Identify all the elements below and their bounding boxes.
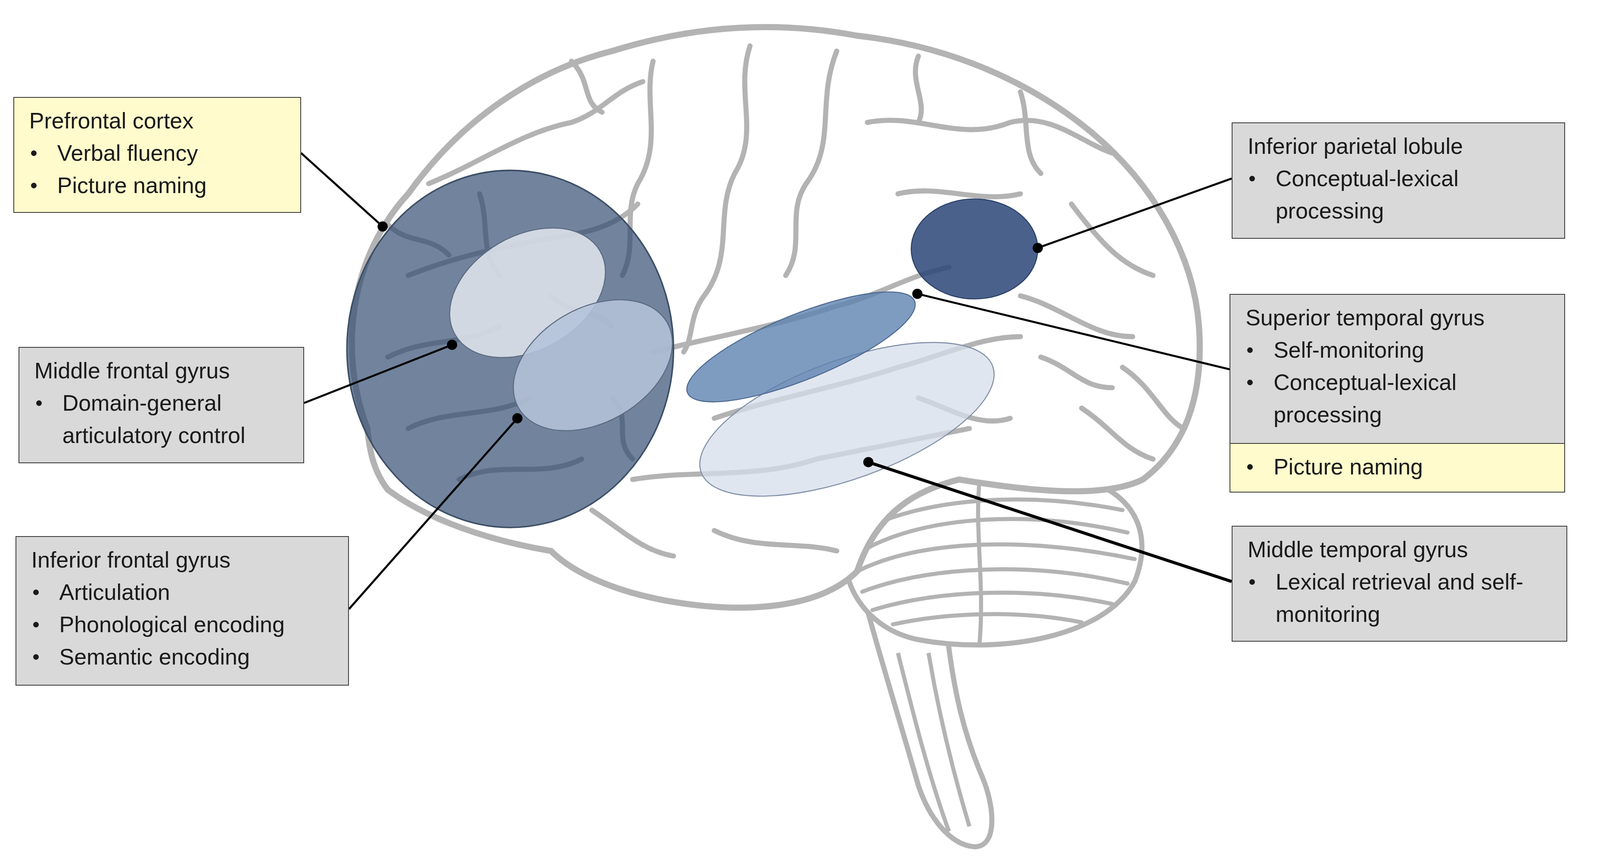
function-item: Verbal fluency xyxy=(57,140,199,166)
function-item: Domain-general articulatory control xyxy=(62,390,246,448)
box-section: Picture naming xyxy=(1230,442,1565,492)
region-name: Prefrontal cortex xyxy=(29,108,194,134)
leader-dot xyxy=(912,288,923,299)
region-box: Inferior parietal lobuleConceptual-lexic… xyxy=(1231,122,1566,239)
region-box: Prefrontal cortexVerbal fluencyPicture n… xyxy=(13,96,302,213)
leader-dot xyxy=(1032,242,1043,253)
bullet-dot xyxy=(36,400,42,406)
function-item: Semantic encoding xyxy=(59,644,250,670)
leader-line xyxy=(868,461,1232,582)
bullet-row: Self-monitoring xyxy=(1230,333,1557,367)
heading-row: Inferior parietal lobule xyxy=(1232,130,1557,163)
region-box: Inferior frontal gyrusArticulationPhonol… xyxy=(15,535,350,686)
leader-dot xyxy=(377,221,388,232)
function-item: Conceptual-lexical processing xyxy=(1275,165,1459,224)
bullet-row: Articulation xyxy=(16,575,341,609)
bullet-dot xyxy=(31,150,37,156)
box-content: Inferior parietal lobuleConceptual-lexic… xyxy=(1232,123,1565,238)
leader-dots xyxy=(377,221,1043,468)
heading-row: Inferior frontal gyrus xyxy=(16,543,341,576)
bullet-row: Verbal fluency xyxy=(14,136,293,170)
function-item: Lexical retrieval and self-monitoring xyxy=(1275,569,1524,627)
bullet-dot xyxy=(33,653,39,660)
box-content: Inferior frontal gyrusArticulationPhonol… xyxy=(16,536,349,685)
bullet-row: Conceptual-lexical processing xyxy=(1230,366,1557,431)
region-name: Inferior parietal lobule xyxy=(1247,133,1464,159)
function-item: Articulation xyxy=(59,579,171,605)
box-content: Middle temporal gyrusLexical retrieval a… xyxy=(1232,526,1567,641)
function-item: Picture naming xyxy=(1273,454,1423,480)
brainstem-line xyxy=(897,652,970,832)
region-box: Middle frontal gyrusDomain-general artic… xyxy=(18,346,305,463)
leader-dot xyxy=(512,413,523,424)
inferior-frontal-region xyxy=(490,272,696,458)
bullet-row: Picture naming xyxy=(1230,450,1557,483)
function-item: Self-monitoring xyxy=(1273,337,1425,363)
bullet-dot xyxy=(33,621,39,628)
leader-dot xyxy=(446,339,458,350)
region-box: Middle temporal gyrusLexical retrieval a… xyxy=(1231,525,1568,642)
heading-row: Superior temporal gyrus xyxy=(1230,301,1557,334)
region-name: Middle frontal gyrus xyxy=(34,357,231,383)
leader-line xyxy=(304,344,452,403)
bullet-dot xyxy=(1247,379,1253,386)
bullet-row: Phonological encoding xyxy=(16,608,341,641)
leader-dot xyxy=(863,457,874,468)
bullet-dot xyxy=(1249,578,1255,585)
region-name: Inferior frontal gyrus xyxy=(31,547,231,573)
leader-line xyxy=(917,293,1230,370)
bullet-dot xyxy=(1247,347,1253,353)
box-content: Picture naming xyxy=(1230,443,1565,492)
heading-row: Middle frontal gyrus xyxy=(19,354,296,387)
superior-temporal-region xyxy=(675,270,927,423)
heading-row: Prefrontal cortex xyxy=(14,104,293,137)
region-name: Middle temporal gyrus xyxy=(1247,536,1469,562)
leader-line xyxy=(348,418,518,610)
leader-line xyxy=(301,152,383,227)
box-content: Superior temporal gyrusSelf-monitoringCo… xyxy=(1230,294,1565,443)
box-content: Middle frontal gyrusDomain-general artic… xyxy=(19,347,304,462)
bullet-dot xyxy=(31,182,37,189)
bullet-row: Lexical retrieval and self-monitoring xyxy=(1232,565,1559,631)
box-content: Prefrontal cortexVerbal fluencyPicture n… xyxy=(14,97,301,212)
inferior-parietal-region xyxy=(911,199,1038,299)
region-name: Superior temporal gyrus xyxy=(1245,305,1485,330)
leader-line xyxy=(1037,178,1232,248)
bullet-dot xyxy=(33,589,39,595)
bullet-row: Semantic encoding xyxy=(16,640,341,673)
region-box: Superior temporal gyrusSelf-monitoringCo… xyxy=(1229,293,1566,493)
function-item: Picture naming xyxy=(57,172,207,198)
function-item: Phonological encoding xyxy=(59,611,285,637)
bullet-row: Domain-general articulatory control xyxy=(19,386,296,452)
bullet-dot xyxy=(1249,175,1255,182)
leader-lines xyxy=(301,152,1232,609)
bullet-dot xyxy=(1247,463,1253,470)
heading-row: Middle temporal gyrus xyxy=(1232,533,1559,566)
bullet-row: Conceptual-lexical processing xyxy=(1232,162,1557,228)
bullet-row: Picture naming xyxy=(14,169,293,202)
function-item: Conceptual-lexical processing xyxy=(1273,369,1457,427)
